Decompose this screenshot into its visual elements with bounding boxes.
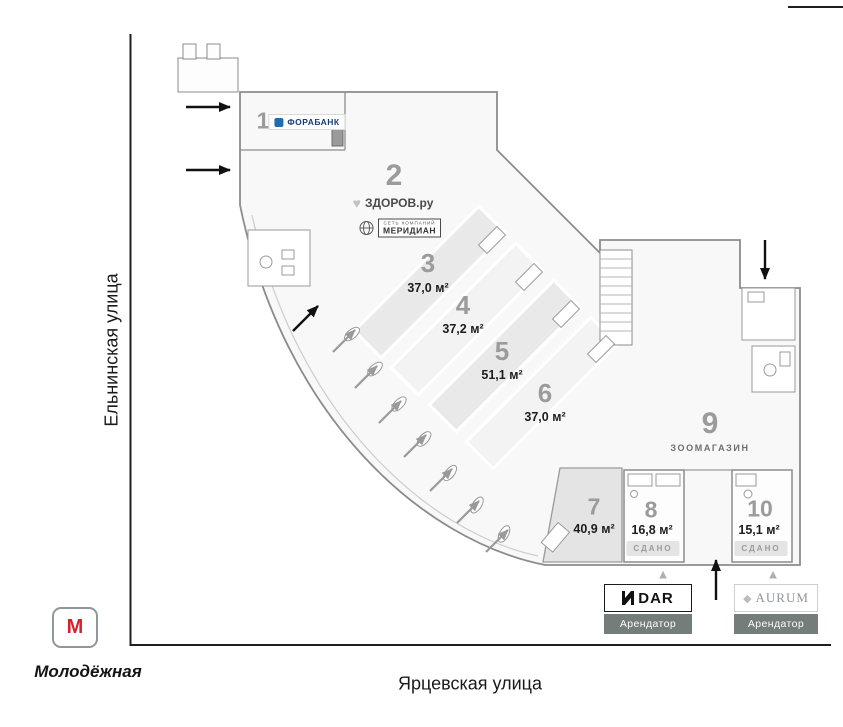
tenant-pointer-icon: ▲ <box>656 566 670 582</box>
aurum-tenant-label: Арендатор <box>734 614 818 634</box>
street-label-left: Ельнинская улица <box>101 273 122 427</box>
entrance-arrows-gray <box>332 329 509 553</box>
unit-7-number: 7 <box>587 493 601 520</box>
dar-logo-mark-icon <box>622 591 635 605</box>
loading-dock <box>177 43 239 93</box>
unit-3-area <box>352 204 508 360</box>
unit-3-area-label: 37,0 м² <box>407 281 449 295</box>
metro-station-label: Молодёжная <box>34 662 142 681</box>
unit-3-number: 3 <box>420 248 436 278</box>
unit-10-area-label: 15,1 м² <box>738 523 780 537</box>
door-markers <box>477 225 616 364</box>
unit-4-area-label: 37,2 м² <box>442 322 484 336</box>
meridian-logo: СЕТЬ КОМПАНИЙ МЕРИДИАН <box>359 218 441 238</box>
forabank-label: ФОРАБАНК <box>287 117 340 127</box>
stairwell <box>599 249 633 346</box>
unit-4-area <box>389 241 545 397</box>
unit-1-tenant-badge: ФОРАБАНК <box>268 114 346 130</box>
diamond-icon: ◆ <box>743 592 752 605</box>
unit-7-area-label: 40,9 м² <box>573 522 615 536</box>
vestibule-room <box>741 287 796 341</box>
unit-10-status-badge: СДАНО <box>734 538 788 556</box>
heart-icon: ♥ <box>352 195 361 211</box>
map-frame <box>129 6 843 646</box>
dar-logo: DAR <box>604 584 692 612</box>
wc-room-left <box>247 229 311 287</box>
tenant-badge-aurum: ◆ AURUM Арендатор <box>734 584 818 634</box>
globe-icon <box>359 220 374 236</box>
meridian-sublabel: СЕТЬ КОМПАНИЙ <box>383 220 436 226</box>
unit-9-number: 9 <box>701 407 719 440</box>
tenant-pointer-icon: ▲ <box>766 566 780 582</box>
unit-8-number: 8 <box>644 496 658 523</box>
unit-10-number: 10 <box>747 495 773 522</box>
unit-1-number: 1 <box>256 107 270 134</box>
forabank-logo-icon <box>274 117 284 127</box>
zdorov-logo: ♥ ЗДОРОВ.ру <box>353 196 434 210</box>
unit-4-number: 4 <box>455 290 471 320</box>
unit-5-area <box>427 278 583 434</box>
dar-tenant-label: Арендатор <box>604 614 692 634</box>
zdorov-label: ЗДОРОВ.ру <box>364 196 434 210</box>
unit-5-number: 5 <box>494 336 510 366</box>
unit-9-tenant-label: ЗООМАГАЗИН <box>670 443 750 453</box>
unit-2-number: 2 <box>385 159 403 192</box>
unit-1-walls <box>240 92 346 151</box>
metro-icon: М <box>52 607 98 648</box>
aurum-logo: ◆ AURUM <box>734 584 818 612</box>
tenant-badge-dar: DAR Арендатор <box>604 584 692 634</box>
unit-5-area-label: 51,1 м² <box>481 368 523 382</box>
unit-fixtures <box>540 473 757 553</box>
wc-room-right <box>751 345 796 393</box>
entrance-arrows-black <box>186 102 770 600</box>
meridian-label: МЕРИДИАН <box>383 225 436 236</box>
unit-8-status-badge: СДАНО <box>626 538 680 556</box>
curved-facade-inner-line <box>251 214 539 557</box>
unit-6-area-label: 37,0 м² <box>524 410 566 424</box>
unit-8-area-label: 16,8 м² <box>631 523 673 537</box>
street-label-bottom: Ярцевская улица <box>398 673 542 694</box>
unit-6-number: 6 <box>537 378 553 408</box>
